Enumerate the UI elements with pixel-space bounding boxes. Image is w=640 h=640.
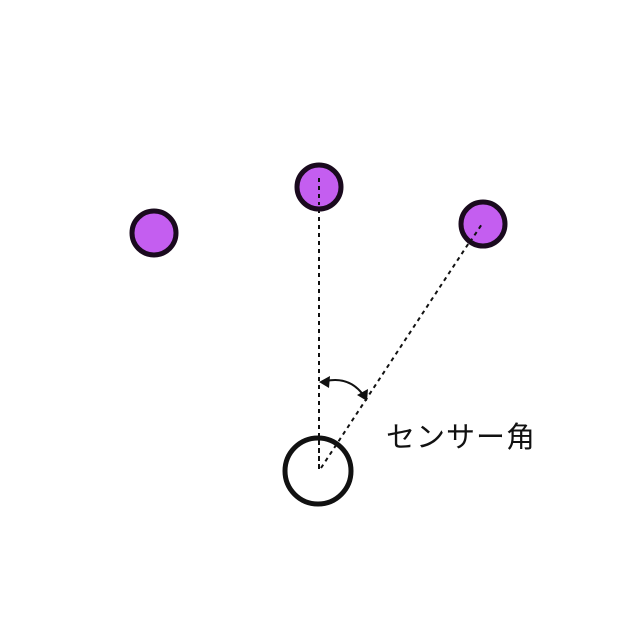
target-dot-left <box>129 208 179 258</box>
angle-arc-arrowhead-right <box>357 389 368 401</box>
sensor-ray-overlay <box>469 223 483 243</box>
angle-arc-arrowhead-left <box>319 376 330 388</box>
angle-arc <box>325 379 365 397</box>
angle-label: センサー角 <box>386 420 537 454</box>
target-dot-right <box>458 199 508 249</box>
sensor-ray-line <box>320 225 481 469</box>
sensor-circle <box>282 435 354 507</box>
